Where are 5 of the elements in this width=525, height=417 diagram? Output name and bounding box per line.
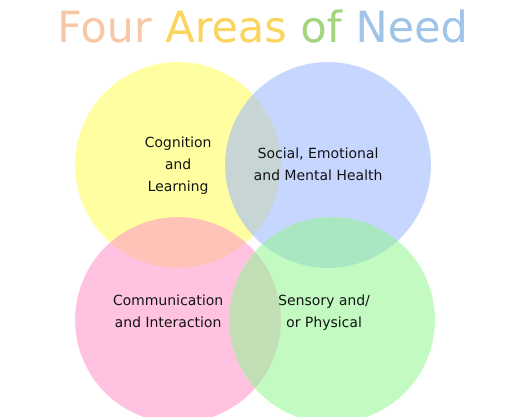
title: Four Areas of Need: [56, 2, 469, 54]
circle-label: Sensory and/ or Physical: [277, 292, 371, 333]
circle-label: Cognition and Learning: [144, 134, 212, 197]
circle-label: Communication and Interaction: [112, 292, 224, 333]
circle-label: Social, Emotional and Mental Health: [252, 145, 384, 186]
